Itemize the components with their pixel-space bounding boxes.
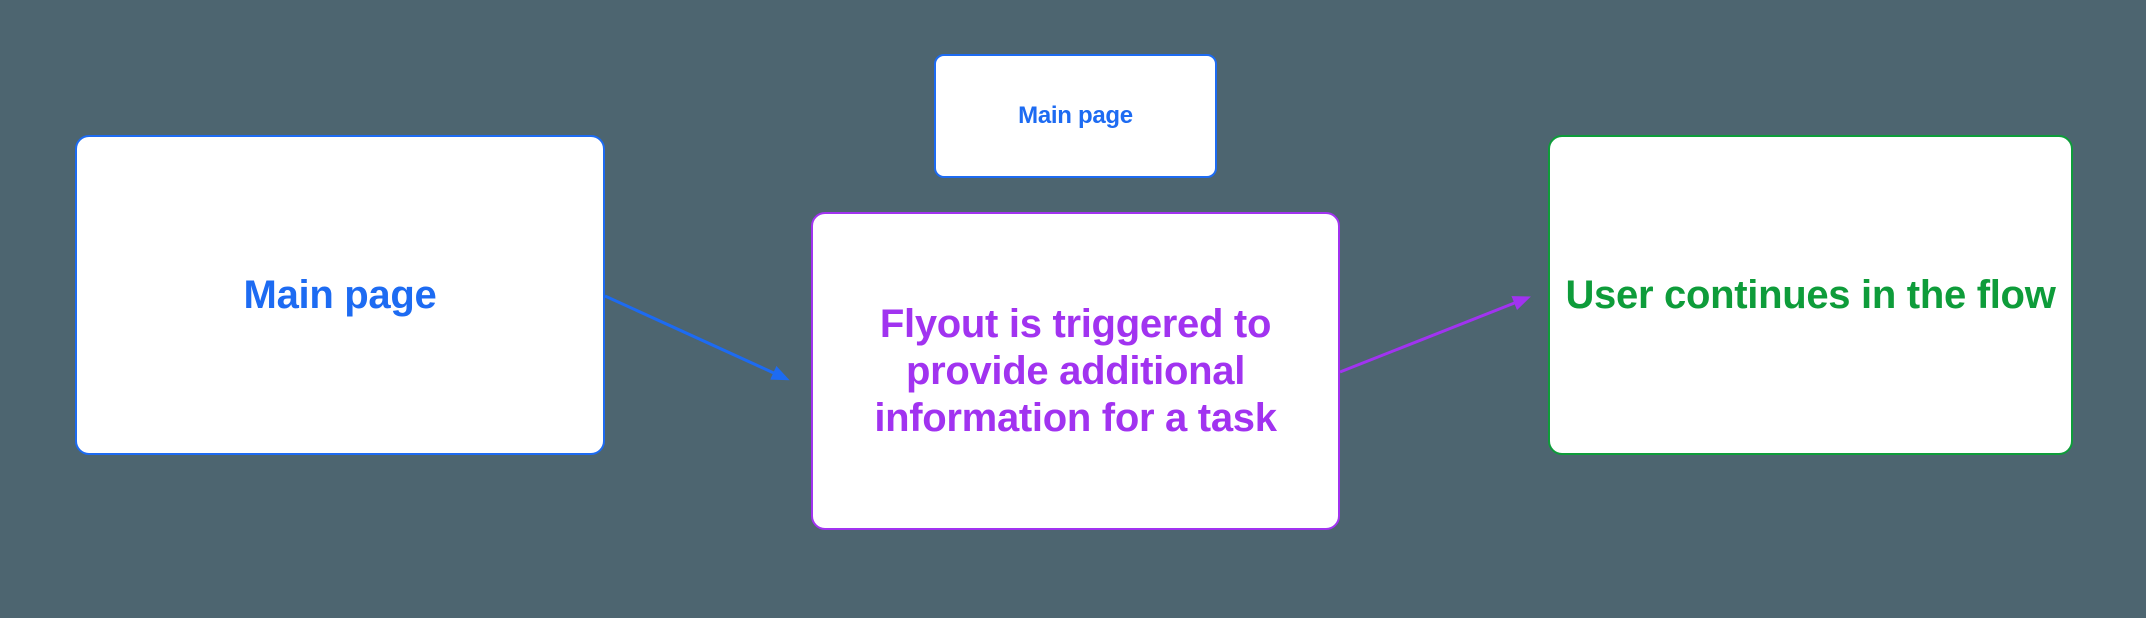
node-flyout-label-line-1: Flyout is triggered to [879,301,1272,346]
node-user-continues: User continues in the flow [1548,135,2073,455]
node-flyout: Flyout is triggered to provide additiona… [811,212,1340,530]
node-flyout-label: Flyout is triggered to provide additiona… [874,301,1277,442]
node-user-continues-label: User continues in the flow [1565,272,2056,317]
node-flyout-label-line-2: provide additional [905,348,1246,393]
node-main-page: Main page [75,135,605,455]
node-main-page-label: Main page [243,272,437,317]
node-main-page-mini-label: Main page [1018,102,1133,129]
node-main-page-mini: Main page [934,54,1217,178]
connector-main-to-flyout [604,294,790,381]
node-flyout-label-line-3: information for a task [874,395,1277,440]
connector-flyout-to-continue [1339,296,1531,374]
